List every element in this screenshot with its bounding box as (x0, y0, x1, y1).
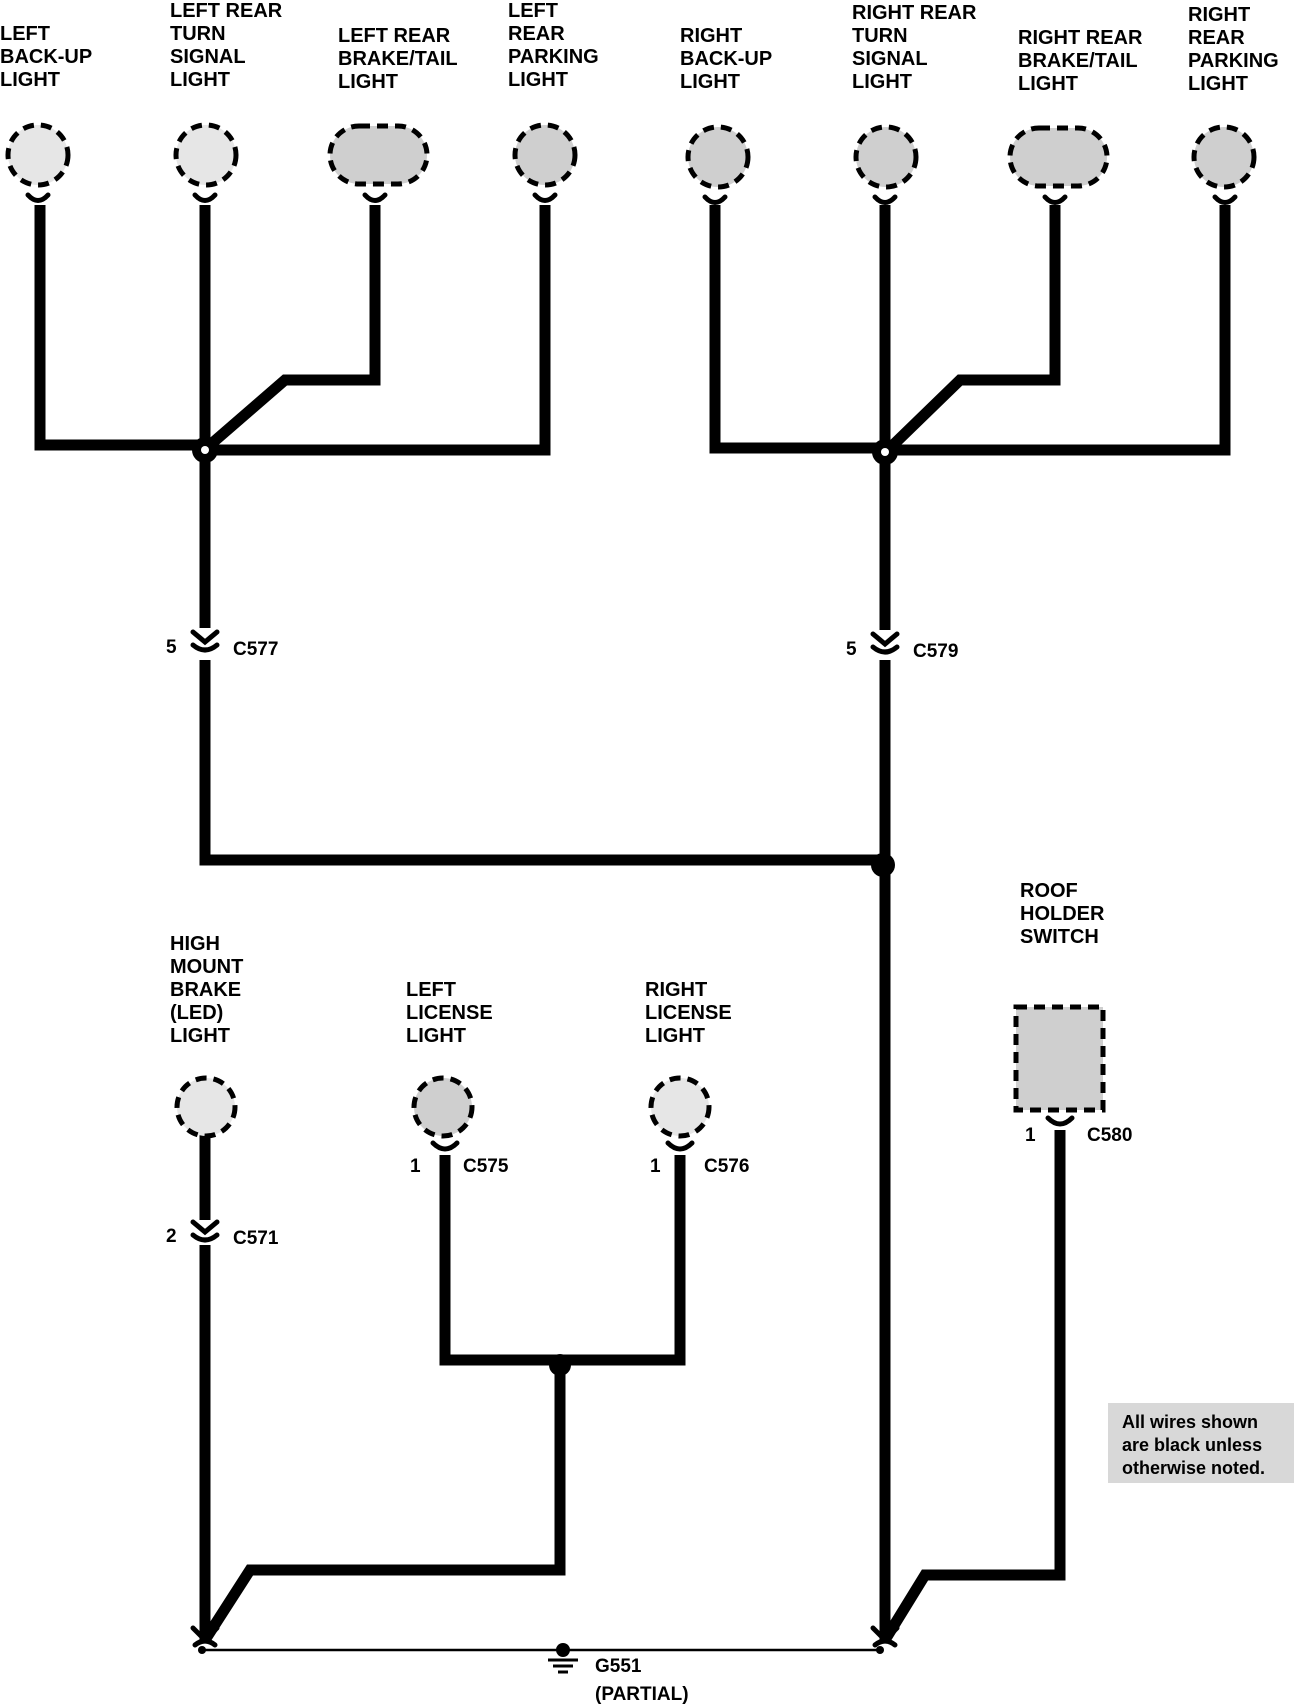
wire-left-trunk-lower (199, 660, 880, 866)
high-mount-brake-light-symbol (174, 1075, 238, 1139)
connector-c579-symbol (870, 631, 900, 655)
c571-label: C571 (233, 1228, 279, 1249)
ground-label: G551 (595, 1656, 642, 1677)
wire-left-license (439, 1155, 560, 1366)
wires (34, 205, 1231, 1652)
c577-label: C577 (233, 639, 278, 660)
left-backup-light-symbol (5, 122, 71, 188)
roof-holder-switch-symbol (1013, 1004, 1106, 1113)
wire-right-parking (885, 205, 1231, 456)
connector-c580-symbol (1045, 1115, 1075, 1127)
splice-center (871, 853, 895, 877)
terminals (25, 192, 1238, 1648)
ground-qualifier: (PARTIAL) (595, 1684, 689, 1705)
label-left-license-light: LEFT LICENSE LIGHT (406, 979, 498, 1047)
right-backup-light-symbol (685, 124, 751, 190)
connector-c576-symbol (665, 1140, 695, 1152)
c575-pin: 1 (410, 1156, 421, 1177)
label-high-mount-brake-light: HIGH MOUNT BRAKE (LED) LIGHT (170, 933, 249, 1047)
c575-label: C575 (463, 1156, 509, 1177)
splice-license (549, 1354, 571, 1376)
c576-pin: 1 (650, 1156, 661, 1177)
connector-c575-symbol (430, 1140, 460, 1152)
wire-left-brake-tail (206, 205, 381, 450)
right-rear-brake-tail-light-symbol (1007, 125, 1110, 189)
c571-pin: 2 (166, 1226, 177, 1247)
right-license-light-symbol (648, 1075, 712, 1139)
wire-license-common (200, 1360, 566, 1643)
label-left-rear-parking-light: LEFT REAR PARKING LIGHT (508, 0, 604, 91)
left-rear-parking-light-symbol (512, 122, 578, 188)
label-left-backup-light: LEFT BACK-UP LIGHT (0, 23, 97, 91)
wire-right-license (560, 1155, 686, 1366)
label-roof-holder-switch: ROOF HOLDER SWITCH (1020, 880, 1110, 948)
wire-left-backup (34, 205, 205, 451)
label-left-rear-turn-signal-light: LEFT REAR TURN SIGNAL LIGHT (170, 0, 288, 91)
splices (192, 437, 898, 1654)
label-left-rear-brake-tail-light: LEFT REAR BRAKE/TAIL LIGHT (338, 25, 463, 93)
lamps (5, 122, 1257, 1139)
ground-icon (548, 1643, 578, 1674)
ground-bus-end-left (198, 1646, 206, 1654)
connector-c571-symbol (190, 1219, 220, 1243)
label-right-license-light: RIGHT LICENSE LIGHT (645, 979, 737, 1047)
left-rear-turn-signal-light-symbol (173, 122, 239, 188)
component-labels: LEFT BACK-UP LIGHT LEFT REAR TURN SIGNAL… (0, 0, 1284, 1047)
c580-label: C580 (1087, 1125, 1132, 1146)
wire-roof-switch (880, 1130, 1066, 1643)
label-right-rear-parking-light: RIGHT REAR PARKING LIGHT (1188, 4, 1284, 95)
c580-pin: 1 (1025, 1125, 1036, 1146)
c577-pin: 5 (166, 637, 177, 658)
connector-labels: 5 C577 5 C579 2 C571 1 C575 1 C576 1 C58… (166, 637, 1132, 1249)
label-right-rear-brake-tail-light: RIGHT REAR BRAKE/TAIL LIGHT (1018, 27, 1148, 95)
wire-right-brake-tail (886, 205, 1061, 452)
connector-c577-symbol (190, 629, 220, 653)
left-rear-brake-tail-light-symbol (327, 123, 430, 187)
wire-right-backup (709, 205, 885, 454)
wire-color-note: All wires shown are black unless otherwi… (1108, 1403, 1294, 1483)
right-rear-turn-signal-light-symbol (853, 124, 919, 190)
label-right-backup-light: RIGHT BACK-UP LIGHT (680, 25, 777, 93)
right-rear-parking-light-symbol (1191, 124, 1257, 190)
label-right-rear-turn-signal-light: RIGHT REAR TURN SIGNAL LIGHT (852, 2, 982, 93)
c579-pin: 5 (846, 639, 857, 660)
ground-bus-end-right (876, 1646, 884, 1654)
c576-label: C576 (704, 1156, 749, 1177)
c579-label: C579 (913, 641, 958, 662)
left-license-light-symbol (411, 1075, 475, 1139)
svg-text:All wires shown are blac: All wires shown are black unless otherwi… (1122, 1412, 1267, 1478)
wire-left-parking (205, 205, 551, 456)
